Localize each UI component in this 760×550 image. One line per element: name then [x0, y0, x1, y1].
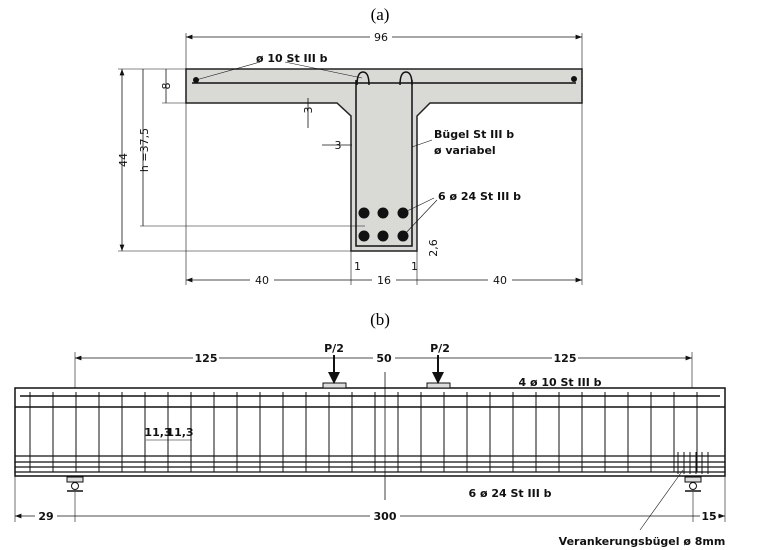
rebar	[358, 207, 370, 219]
dim-3-h: 3	[335, 139, 342, 152]
load-arrow-icon	[432, 372, 444, 384]
beam-elevation: P/2 P/2 125 50 125 4 ø 10 St III b 11,3 …	[14, 342, 726, 548]
dim-spacing-2: 11,3	[166, 426, 193, 439]
dim-125-left: 125	[195, 352, 218, 365]
label-bottom-bars-b: 6 ø 24 St III b	[469, 487, 552, 500]
dim-29: 29	[38, 510, 53, 523]
dim-300: 300	[374, 510, 397, 523]
dim-1-right: 1	[411, 260, 418, 273]
dim-1-left: 1	[354, 260, 361, 273]
support-right	[684, 476, 702, 492]
dim-96: 96	[374, 31, 388, 44]
label-top-bars: ø 10 St III b	[256, 52, 328, 65]
load-plate	[426, 382, 451, 389]
load-label-right: P/2	[430, 342, 450, 355]
rebar	[358, 230, 370, 242]
flange-bar	[571, 76, 577, 82]
dim-h: h =37,5	[138, 128, 151, 172]
rebar	[377, 207, 389, 219]
dim-16: 16	[377, 274, 391, 287]
stirrup	[355, 80, 413, 247]
support-left	[66, 476, 84, 492]
concrete-section	[185, 68, 583, 252]
dim-2-6: 2,6	[427, 239, 440, 257]
dim-125-right: 125	[554, 352, 577, 365]
dim-44: 44	[117, 153, 130, 167]
label-top-bars-b: 4 ø 10 St III b	[519, 376, 602, 389]
dim-50: 50	[376, 352, 392, 365]
beam-outline	[14, 387, 726, 477]
label-bottom-bars: 6 ø 24 St III b	[438, 190, 521, 203]
stirrup-hook	[356, 71, 370, 86]
rebar	[377, 230, 389, 242]
label-stirrup-diameter: ø variabel	[434, 144, 496, 157]
caption-a: (a)	[371, 5, 390, 24]
bottom-bars	[358, 207, 409, 242]
dim-spacing-1: 11,3	[144, 426, 171, 439]
stirrup-hook	[399, 71, 413, 86]
load-arrow-icon	[328, 372, 340, 384]
label-anchor-stirrups: Verankerungsbügel ø 8mm	[559, 535, 726, 548]
dim-40-left: 40	[255, 274, 269, 287]
caption-b: (b)	[370, 310, 390, 329]
t-beam-cross-section: 96 44 h =37,5 8 3 3 40 16 40 1 1 2,6 ø 1…	[117, 29, 583, 287]
load-label-left: P/2	[324, 342, 344, 355]
dim-8: 8	[160, 83, 173, 90]
stirrups	[29, 392, 709, 474]
dim-40-right: 40	[493, 274, 507, 287]
load-plate	[322, 382, 347, 389]
dim-3-v: 3	[302, 107, 315, 114]
dim-15: 15	[701, 510, 716, 523]
label-stirrup: Bügel St III b	[434, 128, 514, 141]
